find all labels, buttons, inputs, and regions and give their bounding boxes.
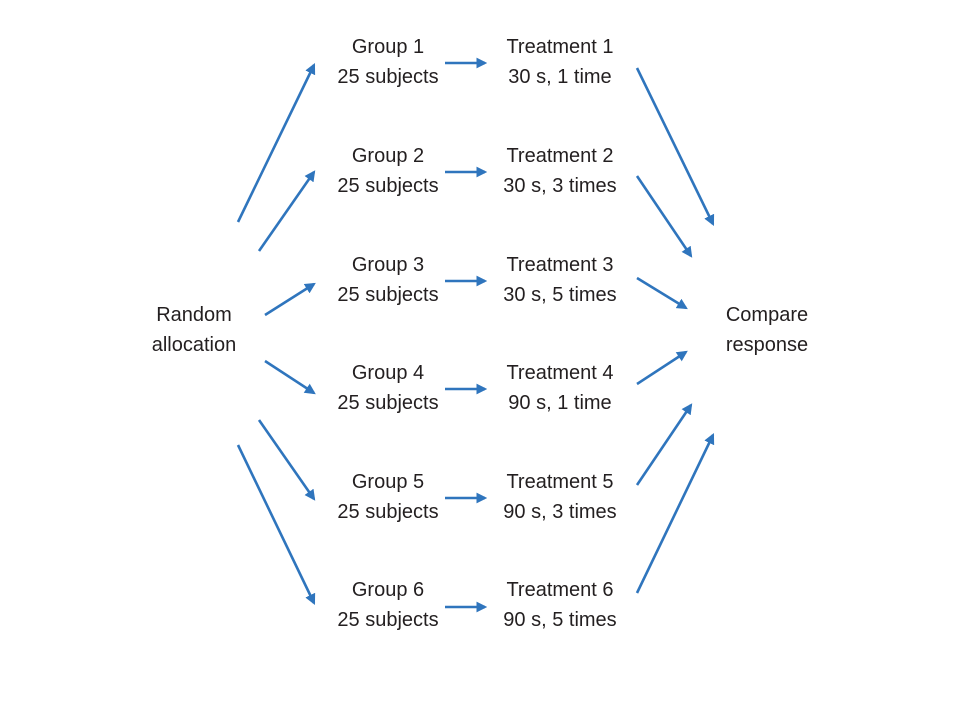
group-4-name: Group 4 xyxy=(352,362,424,384)
source-label-line1: Random xyxy=(156,304,232,326)
arrow-allocation-to-group-4 xyxy=(264,359,316,395)
treatment-2-detail: 30 s, 3 times xyxy=(503,175,616,197)
group-5-name: Group 5 xyxy=(352,471,424,493)
group-3-size: 25 subjects xyxy=(337,284,438,306)
target-label-line2: response xyxy=(726,334,808,356)
arrow-allocation-to-group-1 xyxy=(236,63,316,223)
group-1-size: 25 subjects xyxy=(337,66,438,88)
allocation-arrows xyxy=(236,63,316,605)
arrow-treatment-4-to-compare xyxy=(636,350,688,386)
arrow-treatment-2-to-compare xyxy=(635,175,693,258)
group-6-size: 25 subjects xyxy=(337,609,438,631)
arrow-allocation-to-group-6 xyxy=(236,444,316,605)
treatment-3-name: Treatment 3 xyxy=(506,254,613,276)
arrow-treatment-3-to-compare xyxy=(636,276,688,310)
group-4-size: 25 subjects xyxy=(337,392,438,414)
group-2-size: 25 subjects xyxy=(337,175,438,197)
group-1-name: Group 1 xyxy=(352,36,424,58)
group-5-size: 25 subjects xyxy=(337,501,438,523)
treatment-1-name: Treatment 1 xyxy=(506,36,613,58)
arrow-treatment-5-to-compare xyxy=(635,403,693,486)
group-6-name: Group 6 xyxy=(352,579,424,601)
group-3-name: Group 3 xyxy=(352,254,424,276)
treatment-labels: Treatment 1 30 s, 1 time Treatment 2 30 … xyxy=(503,36,616,631)
treatment-to-compare-arrows xyxy=(635,67,715,594)
treatment-5-detail: 90 s, 3 times xyxy=(503,501,616,523)
target-label-line1: Compare xyxy=(726,304,808,326)
treatment-4-name: Treatment 4 xyxy=(506,362,613,384)
treatment-1-detail: 30 s, 1 time xyxy=(508,66,611,88)
treatment-6-name: Treatment 6 xyxy=(506,579,613,601)
random-allocation-node: Random allocation xyxy=(152,304,237,356)
treatment-3-detail: 30 s, 5 times xyxy=(503,284,616,306)
treatment-4-detail: 90 s, 1 time xyxy=(508,392,611,414)
arrow-allocation-to-group-3 xyxy=(264,282,316,317)
arrow-allocation-to-group-2 xyxy=(257,170,316,252)
group-to-treatment-arrows xyxy=(445,57,488,613)
source-label-line2: allocation xyxy=(152,334,237,356)
compare-response-node: Compare response xyxy=(726,304,808,356)
arrow-treatment-6-to-compare xyxy=(635,433,715,594)
arrow-treatment-1-to-compare xyxy=(635,67,715,226)
arrow-allocation-to-group-5 xyxy=(257,419,316,501)
group-2-name: Group 2 xyxy=(352,145,424,167)
treatment-6-detail: 90 s, 5 times xyxy=(503,609,616,631)
treatment-2-name: Treatment 2 xyxy=(506,145,613,167)
treatment-5-name: Treatment 5 xyxy=(506,471,613,493)
group-labels: Group 1 25 subjects Group 2 25 subjects … xyxy=(337,36,438,631)
